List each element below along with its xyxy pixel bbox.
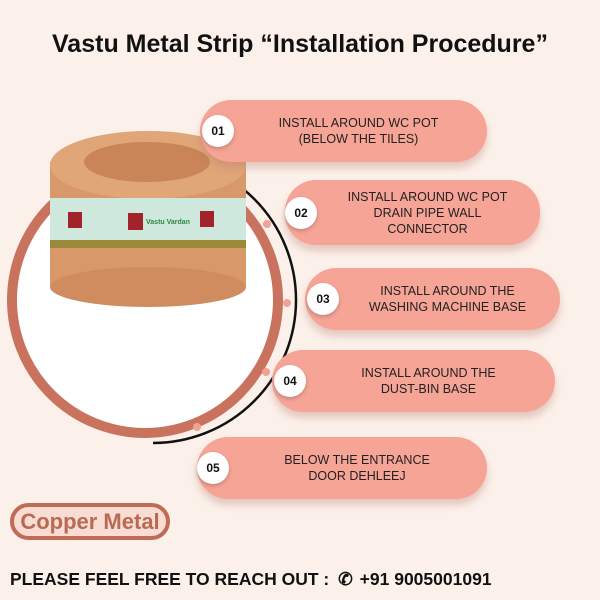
timeline-dot	[262, 368, 270, 376]
footer-text: PLEASE FEEL FREE TO REACH OUT :	[10, 569, 330, 589]
step-number: 05	[197, 452, 229, 484]
step-number: 03	[307, 283, 339, 315]
step-number: 02	[285, 196, 317, 229]
product-logo-text: Vastu Vardan	[146, 219, 190, 226]
page-title: Vastu Metal Strip “Installation Procedur…	[52, 30, 548, 58]
phone-number[interactable]: +91 9005001091	[359, 569, 492, 589]
step-02: 02 INSTALL AROUND WC POT DRAIN PIPE WALL…	[285, 180, 540, 245]
timeline-dot	[263, 220, 271, 228]
step-text: INSTALL AROUND THE DUST-BIN BASE	[361, 366, 496, 396]
copper-roll: Vastu Vardan	[50, 131, 246, 307]
logo-mark	[68, 211, 214, 230]
timeline-dot	[283, 299, 291, 307]
step-number: 04	[274, 365, 306, 397]
step-number: 01	[202, 115, 234, 147]
step-text: INSTALL AROUND WC POT DRAIN PIPE WALL CO…	[347, 189, 508, 236]
step-01: 01 INSTALL AROUND WC POT (BELOW THE TILE…	[200, 100, 487, 162]
contact-footer: PLEASE FEEL FREE TO REACH OUT : ✆ +91 90…	[10, 569, 492, 590]
step-05: 05 BELOW THE ENTRANCE DOOR DEHLEEJ	[197, 437, 487, 499]
step-text: BELOW THE ENTRANCE DOOR DEHLEEJ	[284, 453, 430, 483]
step-03: 03 INSTALL AROUND THE WASHING MACHINE BA…	[305, 268, 560, 330]
timeline-dot	[193, 423, 201, 431]
product-label: Copper Metal	[10, 503, 170, 540]
step-04: 04 INSTALL AROUND THE DUST-BIN BASE	[272, 350, 555, 412]
phone-icon: ✆	[338, 569, 353, 589]
step-text: INSTALL AROUND WC POT (BELOW THE TILES)	[278, 116, 439, 146]
step-text: INSTALL AROUND THE WASHING MACHINE BASE	[368, 284, 527, 314]
